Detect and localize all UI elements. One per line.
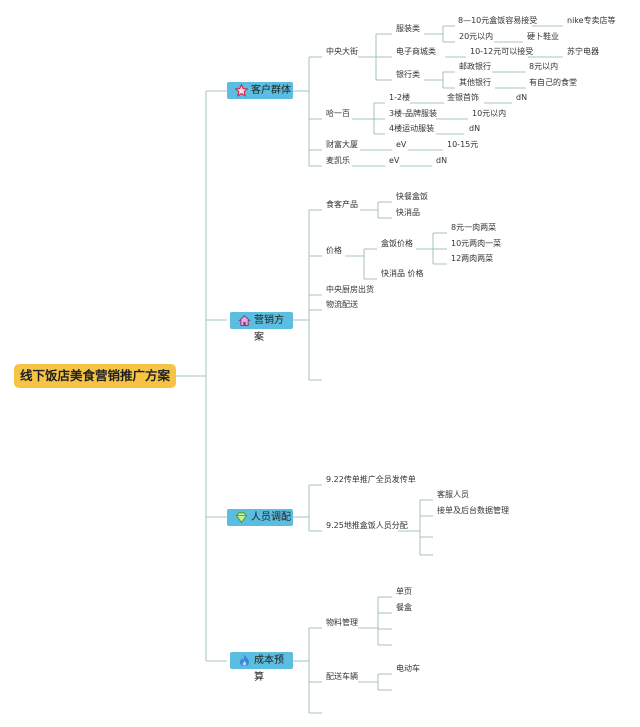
node-fmcg[interactable]: 快消品 <box>396 208 420 217</box>
node-maikaile[interactable]: 麦凯乐 <box>326 156 350 165</box>
root-topic[interactable]: 线下饭店美食营销推广方案 <box>14 364 176 388</box>
node-within-10[interactable]: 10元以内 <box>472 109 507 118</box>
category-label: 人员调配 <box>251 512 291 523</box>
node-delivery-vehicle[interactable]: 配送车辆 <box>326 672 358 681</box>
node-ha-yi-bai[interactable]: 哈一百 <box>326 109 350 118</box>
node-dn-1[interactable]: dN <box>516 93 528 102</box>
node-floor-1-2[interactable]: 1-2楼 <box>389 93 411 102</box>
category-staff-allocation[interactable]: 人员调配 <box>227 509 293 526</box>
node-within-8[interactable]: 8元以内 <box>529 62 559 71</box>
node-e-bike[interactable]: 电动车 <box>396 664 420 673</box>
node-clothing[interactable]: 服装类 <box>396 24 420 33</box>
star-icon <box>235 84 248 97</box>
node-other-banks[interactable]: 其他银行 <box>459 78 491 87</box>
node-floor-3[interactable]: 3楼-品牌服装 <box>389 109 437 118</box>
node-price[interactable]: 价格 <box>326 246 342 255</box>
node-price-12[interactable]: 12两肉两菜 <box>451 254 494 263</box>
node-banks[interactable]: 银行类 <box>396 70 420 79</box>
node-jewelry[interactable]: 金银首饰 <box>447 93 479 102</box>
node-leaflet[interactable]: 单页 <box>396 587 412 596</box>
node-within-20[interactable]: 20元以内 <box>459 32 494 41</box>
node-8-10-yuan[interactable]: 8—10元盒饭容易接受 <box>458 16 538 25</box>
node-customer-service[interactable]: 客服人员 <box>437 490 469 499</box>
node-ev-2[interactable]: eV <box>389 156 400 165</box>
node-dn-3[interactable]: dN <box>436 156 448 165</box>
node-fortune-building[interactable]: 财富大厦 <box>326 140 358 149</box>
node-fmcg-price[interactable]: 快消品 价格 <box>381 269 424 278</box>
node-flyer-promo[interactable]: 9.22传单推广全员发传单 <box>326 475 416 484</box>
node-price-8[interactable]: 8元一肉两菜 <box>451 223 497 232</box>
node-suning[interactable]: 苏宁电器 <box>567 47 599 56</box>
node-postal-bank[interactable]: 邮政银行 <box>459 62 491 71</box>
node-fast-food-box[interactable]: 快餐盒饭 <box>396 192 428 201</box>
category-marketing-plan[interactable]: 营销方案 <box>230 312 293 343</box>
category-label: 营销方案 <box>254 315 284 343</box>
node-shoe-store[interactable]: 硬卜鞋业 <box>527 32 559 41</box>
node-lunch-box[interactable]: 餐盒 <box>396 603 412 612</box>
category-cost-budget[interactable]: 成本预算 <box>230 652 293 683</box>
category-label: 成本预算 <box>254 655 284 683</box>
category-customer-groups[interactable]: 客户群体 <box>227 82 293 99</box>
node-logistics[interactable]: 物流配送 <box>326 300 358 309</box>
node-zhongyang-street[interactable]: 中央大街 <box>326 47 358 56</box>
node-dn-2[interactable]: dN <box>469 124 481 133</box>
node-ev-1[interactable]: eV <box>396 140 407 149</box>
node-nike-store[interactable]: nike专卖店等 <box>567 16 616 25</box>
node-diner-products[interactable]: 食客产品 <box>326 200 358 209</box>
node-box-meal-price[interactable]: 盒饭价格 <box>381 239 413 248</box>
house-icon <box>238 315 251 326</box>
node-10-15-yuan[interactable]: 10-15元 <box>447 140 479 149</box>
category-label: 客户群体 <box>251 85 291 96</box>
node-central-kitchen[interactable]: 中央厨房出货 <box>326 285 374 294</box>
node-order-data[interactable]: 接单及后台数据管理 <box>437 506 509 515</box>
node-floor-4[interactable]: 4楼运动服装 <box>389 124 435 133</box>
node-price-10[interactable]: 10元两肉一菜 <box>451 239 502 248</box>
node-materials[interactable]: 物料管理 <box>326 618 358 627</box>
node-electronics-mall[interactable]: 电子商城类 <box>396 47 436 56</box>
node-ground-promo[interactable]: 9.25地推盒饭人员分配 <box>326 521 408 530</box>
node-own-canteen[interactable]: 有自己的食堂 <box>529 78 577 87</box>
flame-icon <box>240 654 249 667</box>
gem-icon <box>235 512 248 524</box>
node-10-12-yuan[interactable]: 10-12元可以接受 <box>470 47 534 56</box>
